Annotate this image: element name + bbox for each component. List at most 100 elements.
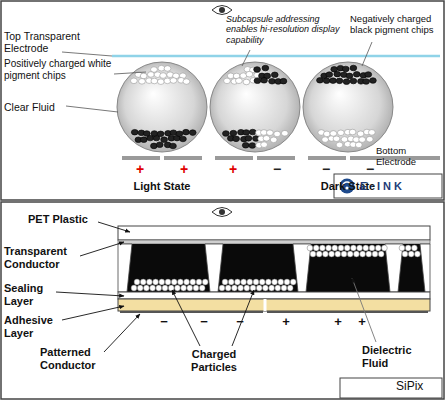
charged-particle — [378, 251, 384, 257]
charged-particle — [228, 279, 234, 285]
black-chip — [350, 78, 357, 84]
charged-particle — [310, 251, 316, 257]
white-chip — [333, 136, 340, 142]
charge-sign: + — [334, 315, 342, 330]
black-chip — [189, 130, 196, 136]
transparent-conductor — [118, 240, 430, 244]
charged-particle — [159, 279, 165, 285]
black-chip — [346, 73, 353, 79]
charged-particle — [360, 251, 366, 257]
white-chip — [160, 73, 167, 79]
black-chip — [176, 131, 183, 137]
charged-particle — [168, 285, 174, 291]
charged-particle — [369, 245, 375, 251]
top-electrode — [112, 55, 440, 58]
charged-particle — [375, 245, 381, 251]
charged-particle — [363, 245, 369, 251]
white-chip — [357, 131, 364, 137]
charged-particle — [287, 285, 293, 291]
white-chip — [263, 135, 270, 141]
eye-icon — [212, 208, 232, 217]
black-chip — [336, 78, 343, 84]
charged-particle — [399, 245, 405, 251]
black-chip — [261, 78, 268, 84]
charged-particle — [269, 285, 275, 291]
black-chip — [230, 130, 237, 136]
charged-particle — [250, 285, 256, 291]
patterned-conductor — [120, 311, 428, 313]
pet-plastic — [118, 226, 430, 240]
black-chip — [280, 78, 287, 84]
black-chip — [249, 129, 256, 135]
part-label: Bottom Electrode — [376, 146, 442, 168]
leader-lines — [62, 42, 372, 112]
logo-text: SiPix — [396, 380, 423, 394]
white-chip — [266, 130, 273, 136]
charged-particle — [181, 285, 187, 291]
white-chip — [323, 131, 330, 137]
white-chip — [270, 137, 277, 143]
white-chip — [224, 78, 231, 84]
black-chip — [243, 130, 250, 136]
white-chip — [359, 137, 366, 143]
layer-label: Sealing Layer — [4, 282, 60, 307]
white-chip — [355, 142, 362, 148]
cell-walls — [118, 244, 430, 292]
white-chip — [261, 142, 268, 148]
black-chip — [143, 131, 150, 137]
logo-box — [340, 378, 442, 398]
charge-sign: − — [322, 161, 330, 177]
black-chip — [363, 79, 370, 85]
charged-particle — [253, 279, 259, 285]
part-label: Charged Particles — [178, 348, 250, 373]
adhesive-gap — [264, 299, 267, 311]
black-chip — [183, 129, 190, 135]
layer-label: Transparent Conductor — [4, 245, 88, 270]
pigment-chips — [130, 65, 376, 149]
capsules — [117, 62, 393, 152]
charged-particle — [326, 245, 332, 251]
charged-particle — [382, 245, 388, 251]
white-chip — [130, 78, 137, 84]
microcapsule — [117, 62, 207, 152]
black-chip — [157, 131, 164, 137]
black-chip — [330, 78, 337, 84]
charged-particle — [412, 245, 418, 251]
charge-sign: + — [229, 161, 237, 177]
black-chip — [350, 65, 357, 71]
black-chip — [262, 65, 269, 71]
white-chip — [322, 137, 329, 143]
charge-sign: + — [282, 315, 290, 330]
charged-particle — [278, 279, 284, 285]
charged-particle — [190, 279, 196, 285]
charged-particle — [256, 285, 262, 291]
white-chip — [157, 79, 164, 85]
white-chip — [337, 130, 344, 136]
part-label: Top Transparent Electrode — [4, 30, 100, 54]
panel-border — [1, 1, 444, 200]
charge-sign: − — [273, 161, 281, 177]
charged-particle — [415, 251, 421, 257]
charged-particle — [225, 285, 231, 291]
charged-particle — [272, 279, 278, 285]
panel-border — [1, 202, 444, 399]
charged-particle — [222, 279, 228, 285]
white-chip — [170, 78, 177, 84]
white-chip — [147, 72, 154, 78]
charged-particle — [332, 245, 338, 251]
charged-particle — [320, 245, 326, 251]
white-chip — [349, 129, 356, 135]
charged-particle — [263, 285, 269, 291]
charged-particle — [247, 279, 253, 285]
white-chip — [164, 66, 171, 72]
charged-particle — [244, 285, 250, 291]
black-chip — [317, 77, 324, 83]
charged-particle — [175, 285, 181, 291]
charged-particle — [193, 285, 199, 291]
charged-particle — [266, 279, 272, 285]
black-chip — [170, 143, 177, 149]
white-chip — [243, 79, 250, 85]
black-chip — [254, 67, 261, 73]
black-chip — [269, 78, 276, 84]
white-chip — [235, 78, 242, 84]
